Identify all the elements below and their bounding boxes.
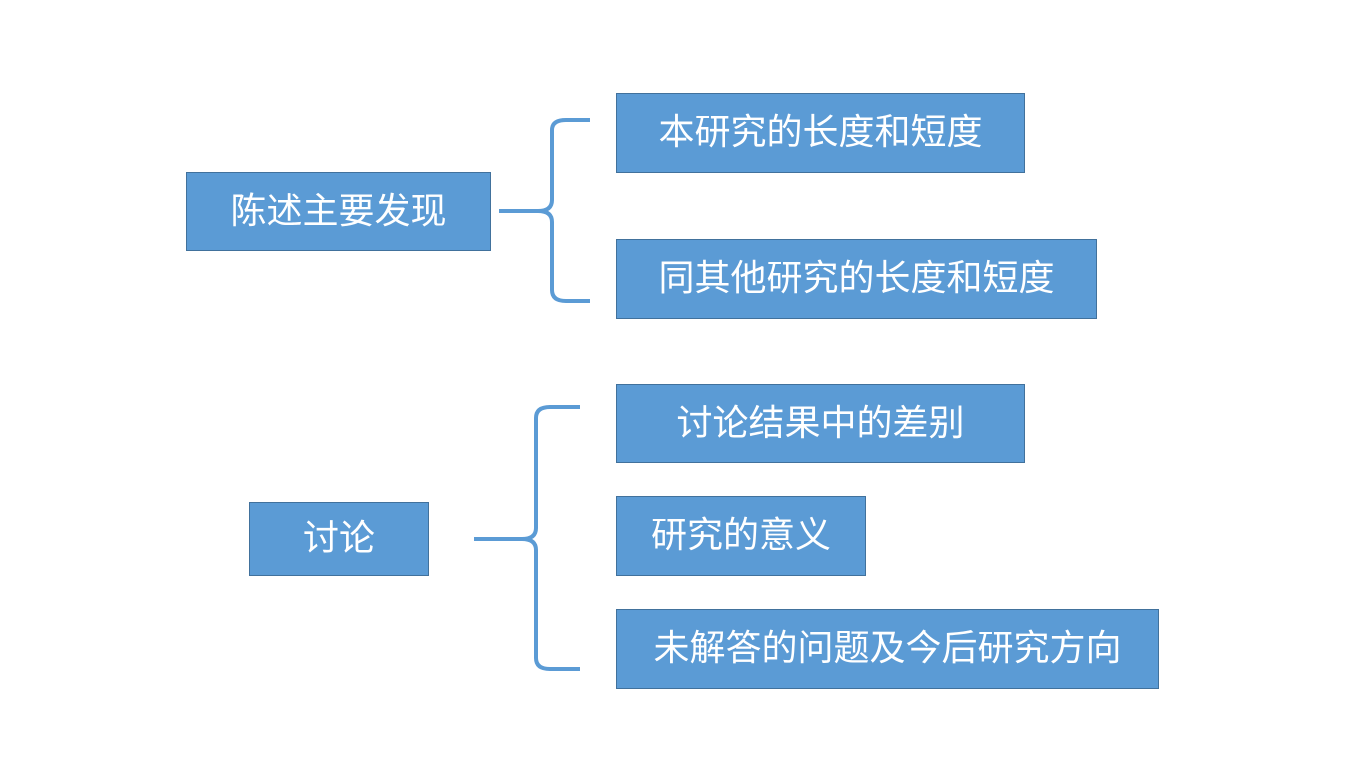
topic-box-discussion: 讨论: [249, 502, 429, 576]
topic-label: 陈述主要发现: [230, 190, 447, 232]
item-label: 未解答的问题及今后研究方向: [653, 628, 1122, 669]
topic-label: 讨论: [302, 518, 375, 559]
item-label: 本研究的长度和短度: [658, 112, 983, 153]
item-box: 讨论结果中的差别: [616, 384, 1025, 463]
item-box: 同其他研究的长度和短度: [616, 239, 1097, 319]
topic-box-findings: 陈述主要发现: [186, 172, 491, 251]
item-label: 讨论结果中的差别: [676, 402, 965, 444]
item-box: 未解答的问题及今后研究方向: [616, 609, 1159, 689]
brace-group-2: [474, 405, 580, 671]
item-box: 研究的意义: [616, 496, 866, 576]
item-box: 本研究的长度和短度: [616, 93, 1025, 173]
item-label: 研究的意义: [650, 515, 831, 556]
item-label: 同其他研究的长度和短度: [658, 258, 1055, 299]
brace-group-1: [499, 118, 590, 303]
